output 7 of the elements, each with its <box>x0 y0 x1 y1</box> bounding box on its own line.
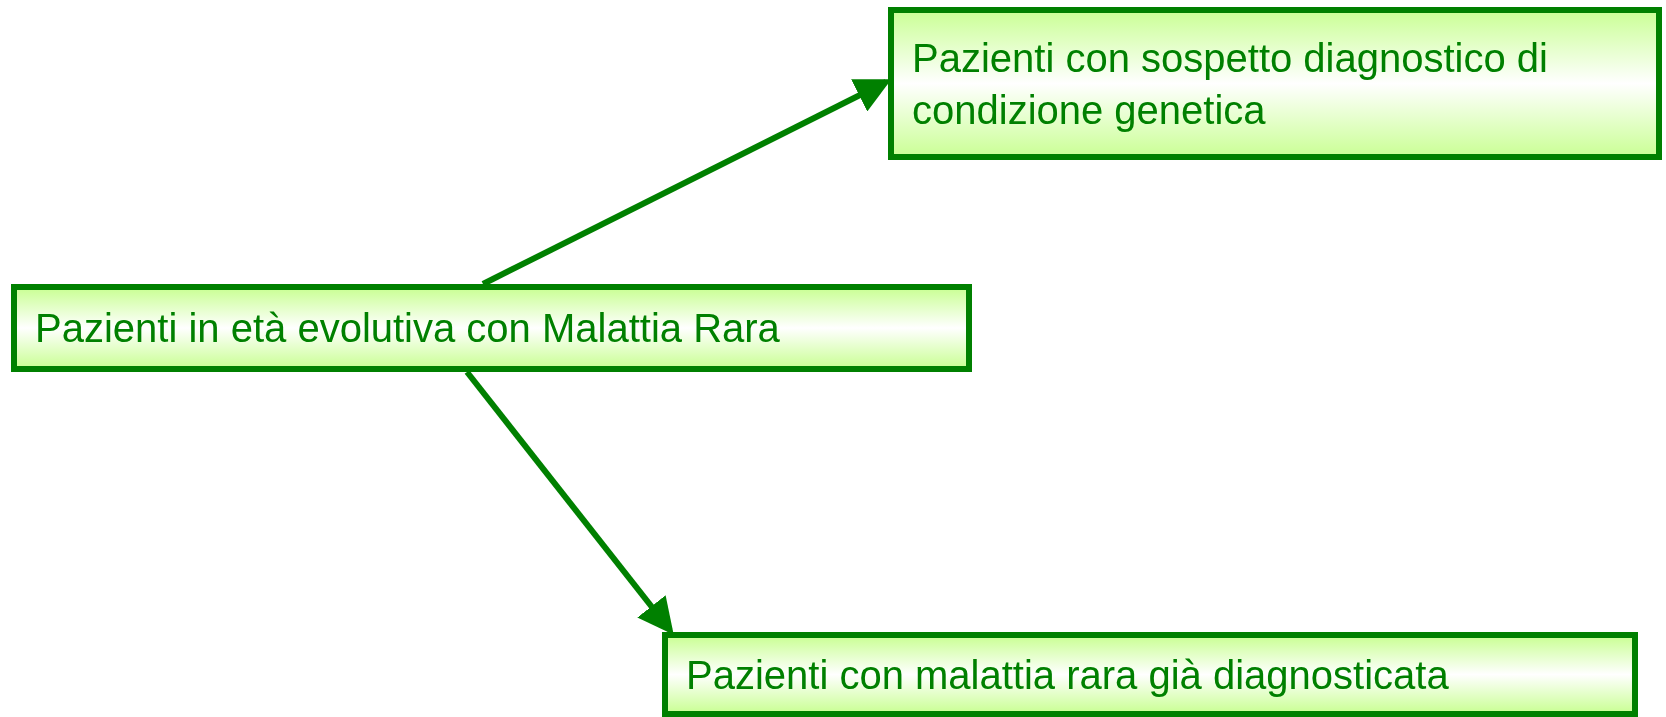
process-box <box>662 632 1638 717</box>
box-text: Pazienti con malattia rara già diagnosticata <box>686 651 1449 699</box>
process-box <box>11 284 972 372</box>
process-box <box>888 7 1662 160</box>
arrow <box>464 370 674 635</box>
box-text: Pazienti in età evolutiva con Malattia Rara <box>35 305 780 352</box>
box-text: Pazienti con sospetto diagnostico di condizione genetica <box>912 34 1549 134</box>
